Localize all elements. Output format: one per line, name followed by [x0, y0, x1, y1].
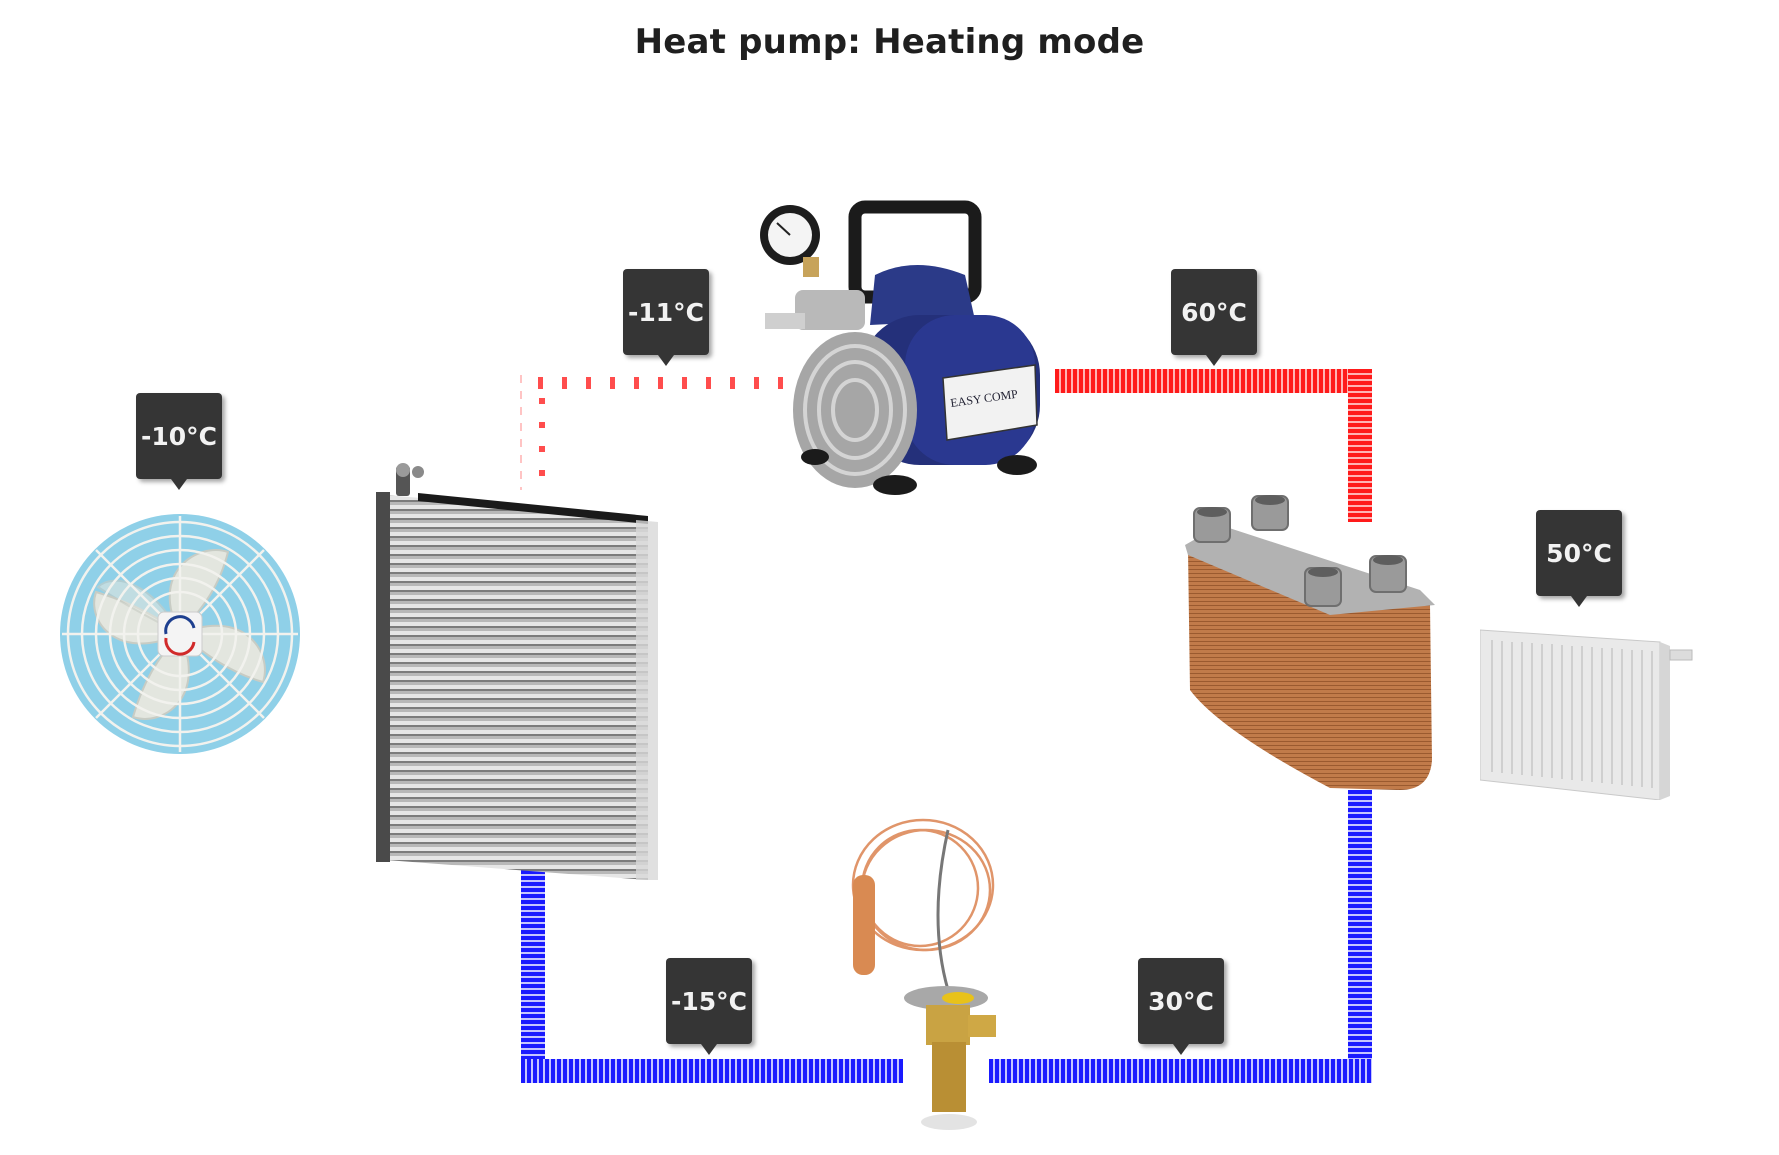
temp-label-evaporator-inlet: -15°C: [666, 958, 752, 1055]
suction-pipe-horizontal: [521, 377, 821, 389]
fan-icon: [60, 514, 300, 754]
compressor-icon: EASY COMP: [760, 200, 1040, 495]
condenser-icon: [1185, 495, 1435, 790]
liquid-pipe-vertical: [1348, 790, 1372, 1059]
discharge-pipe-horizontal: [1055, 369, 1348, 393]
radiator-icon: [1480, 629, 1693, 800]
liquid-pipe-horizontal: [989, 1059, 1372, 1083]
temp-label-compressor-inlet: -11°C: [623, 269, 709, 366]
temp-label-radiator: 50°C: [1536, 510, 1622, 607]
diagram-title: Heat pump: Heating mode: [634, 22, 1145, 62]
expansion-valve-icon: [851, 818, 996, 1130]
suction-pipe-vertical: [539, 390, 545, 490]
temp-label-compressor-outlet: 60°C: [1171, 269, 1257, 366]
temp-label-outdoor-air: -10°C: [136, 393, 222, 490]
expansion-pipe-horizontal: [521, 1059, 903, 1083]
suction-pipe-faint-left: [520, 375, 522, 490]
discharge-pipe-vertical: [1348, 369, 1372, 522]
temp-label-condenser-outlet: 30°C: [1138, 958, 1224, 1055]
expansion-pipe-vertical: [521, 864, 545, 1059]
evaporator-icon: [376, 463, 658, 880]
